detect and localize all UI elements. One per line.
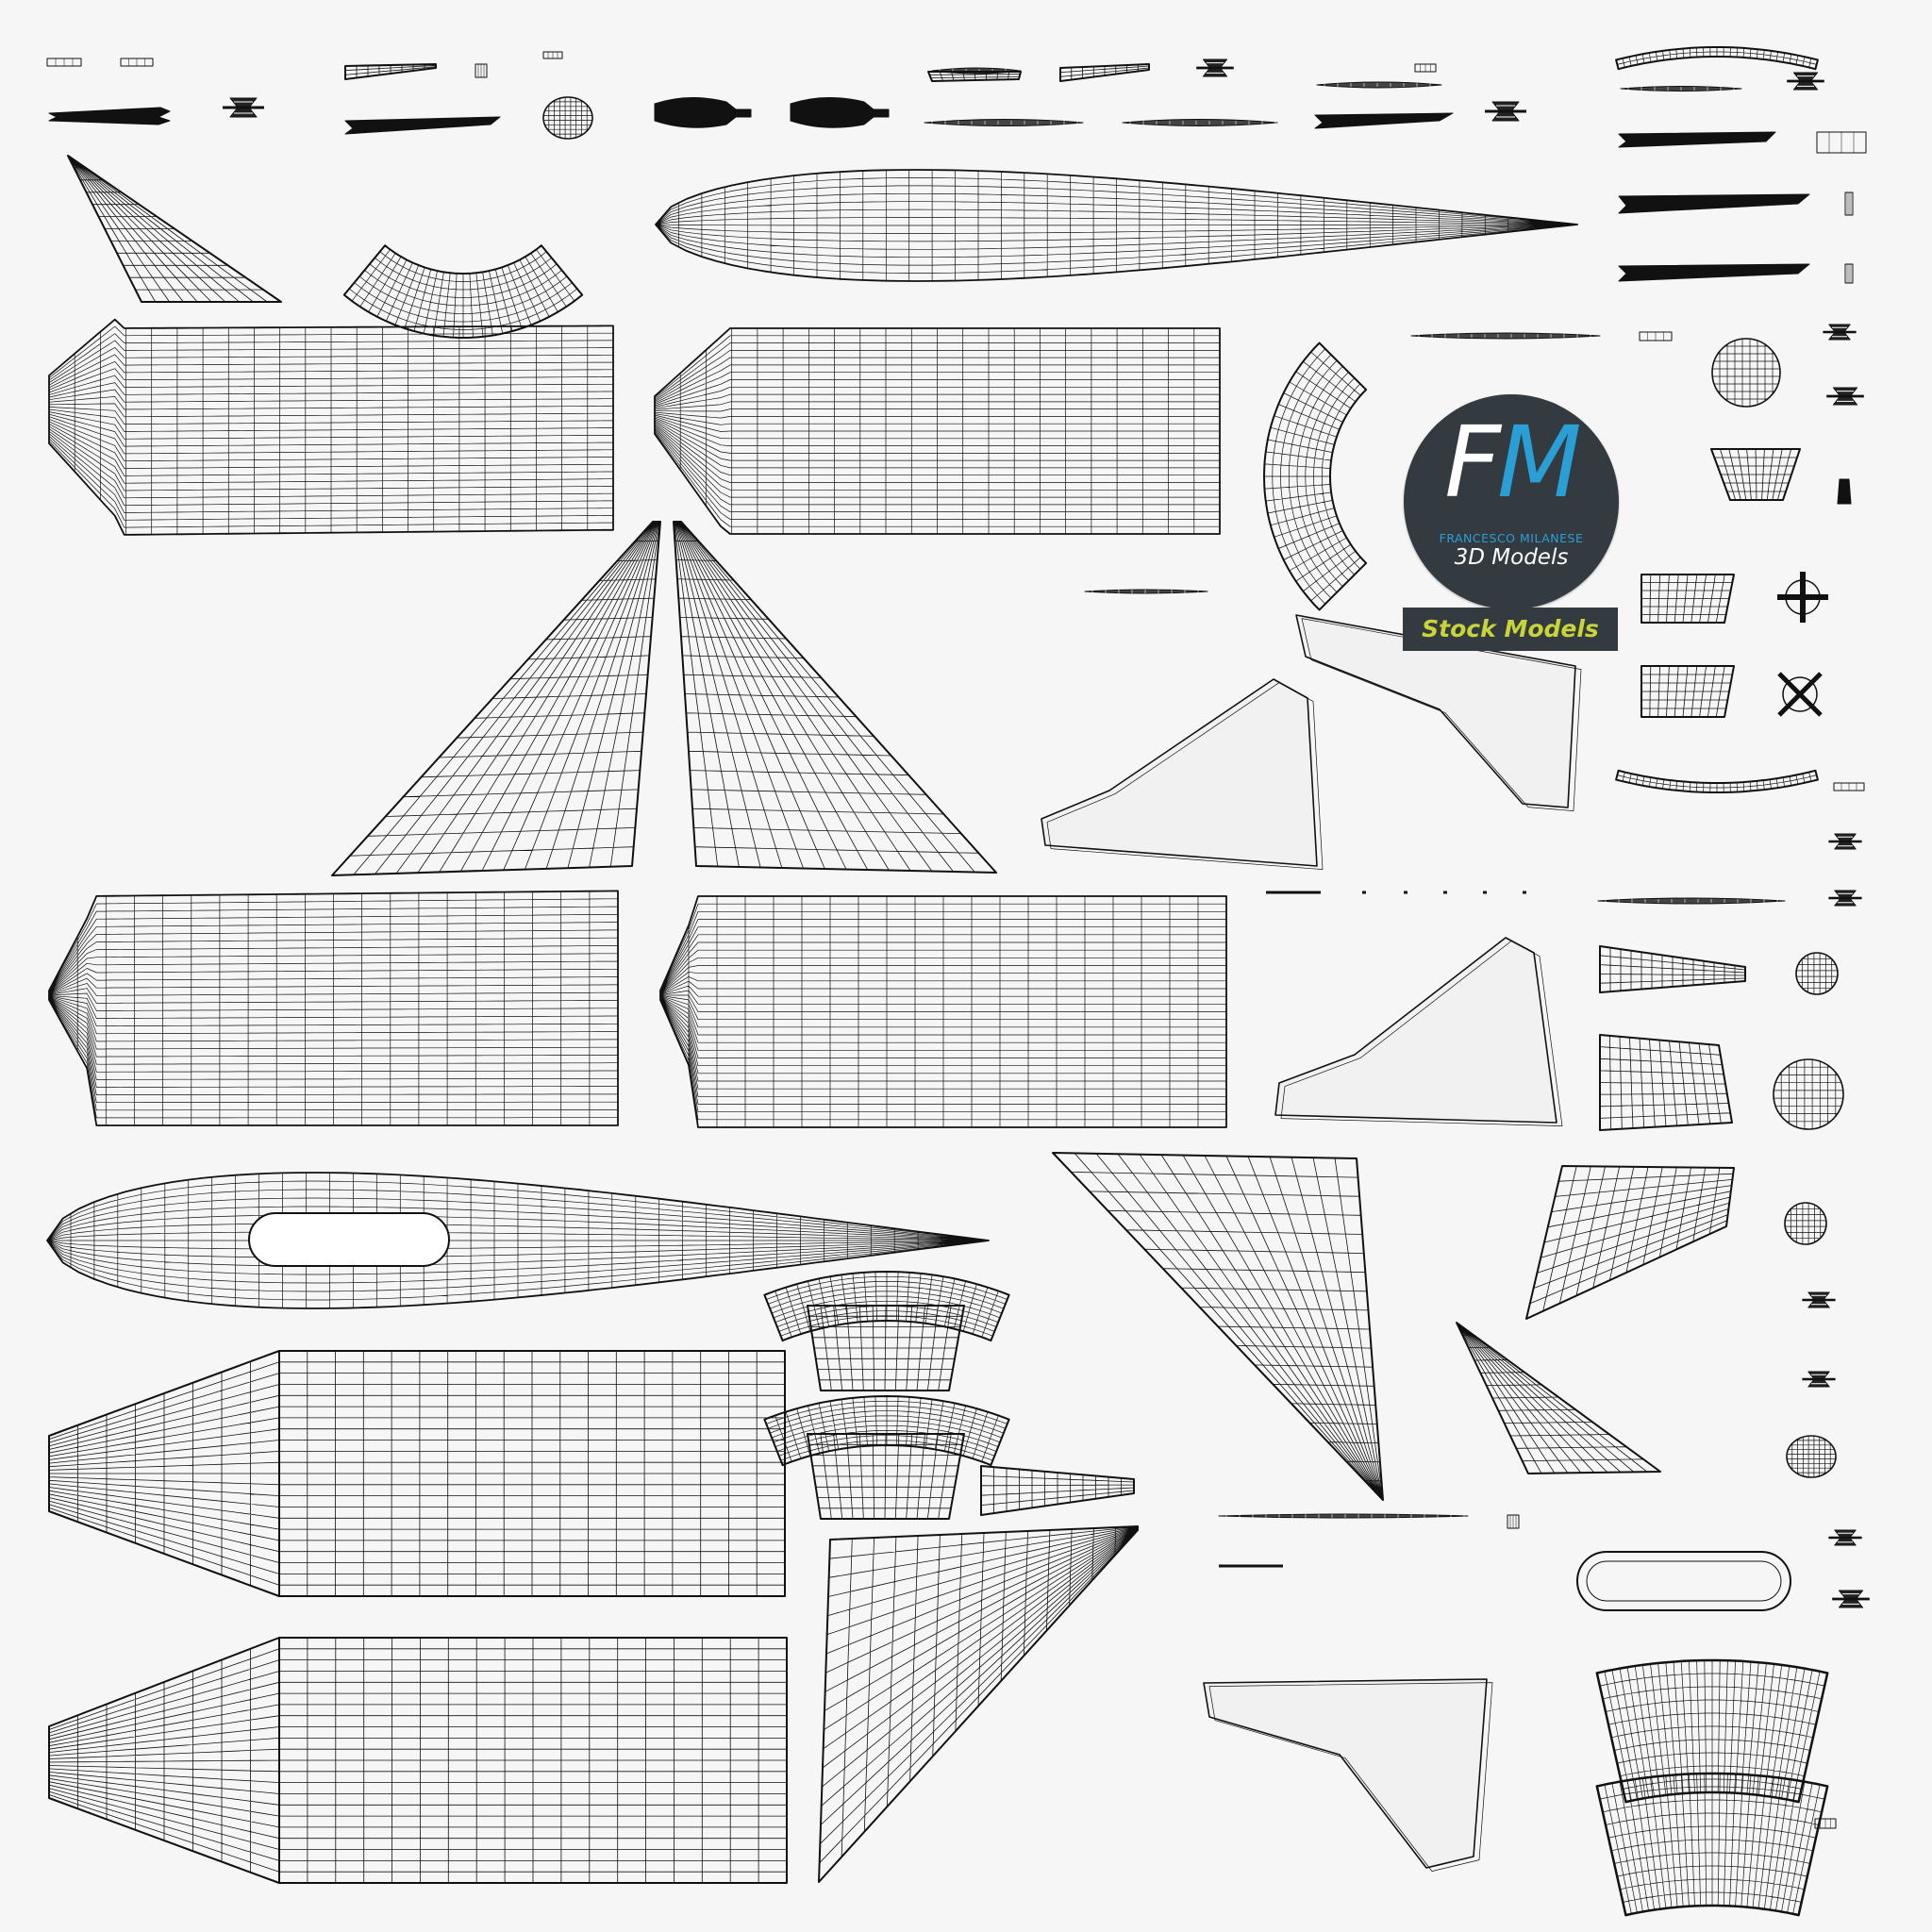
spool-5 — [1823, 324, 1857, 341]
logo-monogram: FM — [1444, 405, 1582, 520]
tag-4 — [1414, 63, 1437, 73]
wheel-fairing-arc-side — [1263, 341, 1368, 611]
belly-panel-lower — [278, 1637, 788, 1884]
hub-teardrop-1 — [542, 96, 593, 140]
sphere-2 — [1795, 952, 1839, 995]
spool-1 — [223, 97, 264, 118]
belly-panel-upper — [278, 1350, 786, 1597]
strut-1 — [924, 119, 1084, 126]
logo-tagline: 3D Models — [1454, 545, 1569, 570]
scoop-trapezoid — [1710, 448, 1801, 501]
tag-11 — [1507, 1514, 1520, 1529]
tag-2 — [120, 58, 154, 67]
sphere-1 — [1711, 338, 1781, 408]
spool-2 — [1196, 58, 1234, 77]
exhaust-2 — [344, 116, 501, 135]
belly-panel-lower-nose — [48, 1637, 280, 1884]
fuselage-panel-middle-right — [659, 895, 1227, 1128]
canopy-ring — [1576, 1551, 1791, 1611]
strut-4 — [1410, 332, 1601, 340]
tag-1 — [46, 58, 82, 67]
gear-hub-2 — [1777, 672, 1823, 717]
flap-panel-3 — [1274, 937, 1563, 1126]
fuselage-top-view-upper — [655, 169, 1578, 282]
strut-5 — [1084, 589, 1208, 594]
strut-3 — [1620, 86, 1742, 92]
key-1 — [1837, 478, 1852, 505]
pin-lines — [1219, 891, 1526, 1568]
exhaust-3 — [1314, 112, 1454, 129]
fuselage-top-view-lower — [46, 1172, 990, 1309]
flap-panel-1 — [1295, 614, 1582, 811]
wedge-1 — [344, 63, 437, 80]
stabilizer-large — [1052, 1152, 1384, 1501]
exhaust-1 — [48, 107, 171, 125]
strut-2 — [1122, 119, 1278, 126]
flap-panel-4 — [1203, 1678, 1493, 1872]
cone-3 — [980, 1465, 1135, 1516]
block-1 — [1641, 574, 1735, 624]
spool-8 — [1828, 890, 1862, 907]
spool-6 — [1826, 387, 1864, 406]
belly-panel-upper-nose — [48, 1350, 280, 1597]
cone-2 — [1599, 1034, 1733, 1131]
wheel-fairing-arc-top — [342, 244, 584, 339]
wedge-2 — [1059, 63, 1150, 82]
sphere-4 — [1784, 1202, 1827, 1245]
tag-6 — [1833, 782, 1865, 791]
wing-right — [673, 521, 997, 874]
small-arc-patch-1 — [807, 1305, 965, 1391]
exhaust-4 — [1618, 131, 1776, 148]
logo-disc: FM FRANCESCO MILANESE 3D Models — [1404, 394, 1619, 609]
stock-models-badge: Stock Models — [1403, 608, 1618, 651]
watermark-logo: FM FRANCESCO MILANESE 3D Models Stock Mo… — [1402, 394, 1621, 653]
stabilizer-lower — [818, 1525, 1139, 1883]
pipe-2 — [790, 96, 890, 128]
tag-10 — [475, 63, 488, 78]
tailfin-right-upper — [1525, 1165, 1735, 1320]
tailfin-upper-left — [67, 155, 282, 303]
spool-3 — [1485, 101, 1526, 122]
sphere-3 — [1773, 1058, 1844, 1130]
tag-8 — [1844, 192, 1854, 216]
thin-arc-2 — [1615, 46, 1819, 71]
tag-3 — [542, 51, 563, 59]
exhaust-6 — [1618, 263, 1810, 282]
spool-10 — [1802, 1371, 1836, 1388]
tailfin-right-lower — [1456, 1322, 1661, 1474]
small-arc-patch-2 — [807, 1433, 965, 1520]
spool-11 — [1828, 1529, 1862, 1546]
tag-7 — [1814, 1818, 1837, 1829]
fuselage-panel-upper-right — [654, 327, 1221, 535]
block-2 — [1641, 665, 1735, 718]
wedge-3 — [927, 71, 1022, 82]
thin-arc-1 — [1615, 769, 1819, 793]
fuselage-panel-middle-left — [48, 890, 619, 1126]
strut-6 — [1597, 897, 1786, 905]
gear-hub-1 — [1777, 572, 1828, 623]
spool-9 — [1802, 1291, 1836, 1308]
tag-5 — [1639, 331, 1673, 341]
exhaust-5 — [1618, 193, 1810, 214]
cone-1 — [1599, 945, 1746, 993]
spinner-arc-2 — [1595, 1772, 1829, 1917]
fuselage-panel-upper-left — [48, 318, 614, 536]
hub-teardrop-2 — [1786, 1435, 1837, 1478]
tag-9 — [1844, 263, 1854, 284]
strut-9 — [1218, 1513, 1469, 1519]
spool-12 — [1832, 1590, 1870, 1608]
tag-12 — [1816, 131, 1867, 154]
cockpit-opening — [248, 1212, 450, 1267]
strut-7 — [1316, 81, 1442, 89]
logo-company-name: FRANCESCO MILANESE — [1439, 531, 1584, 545]
flap-panel-2 — [1041, 678, 1324, 870]
spool-4 — [1787, 72, 1824, 91]
spool-7 — [1828, 833, 1862, 850]
wing-left — [331, 521, 661, 876]
pipe-1 — [654, 96, 752, 128]
